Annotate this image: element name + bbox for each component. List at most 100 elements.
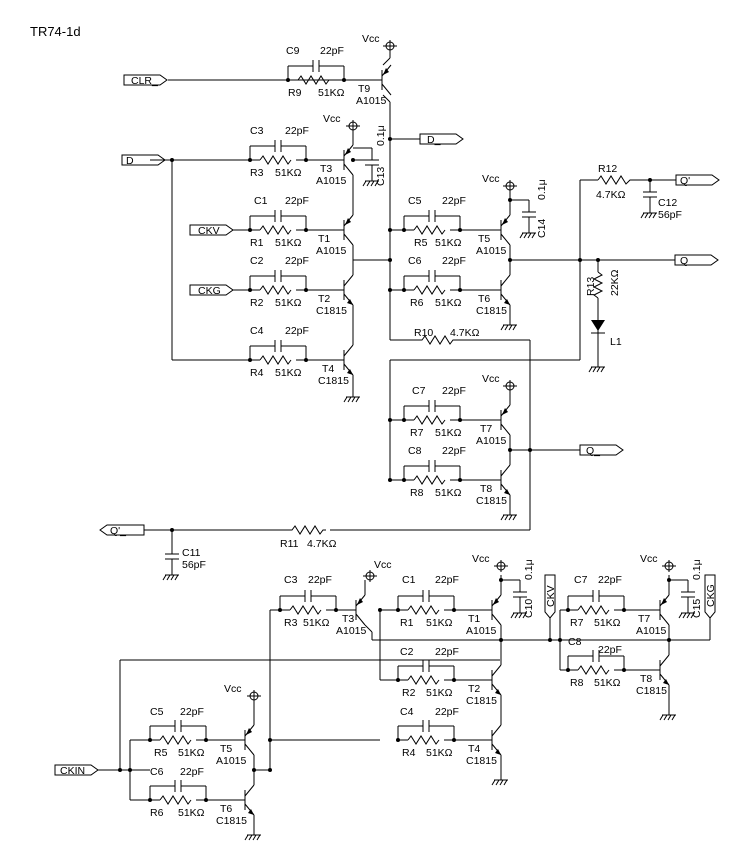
value-r11: 4.7KΩ [307,538,337,550]
label-c6-lower: C6 [150,766,164,778]
value-r4-lower: 51KΩ [426,747,453,759]
label-c5: C5 [408,195,422,207]
type-t7-upper: A1015 [476,435,507,447]
value-r10: 4.7KΩ [450,327,480,339]
rc-r1-c1-lower [395,589,457,615]
label-c3-lower: C3 [284,574,298,586]
label-t4-lower: T4 [468,743,480,755]
rc-r5-c5-lower [147,719,209,745]
type-t6: C1815 [476,305,507,317]
transistor-t4-lower [483,724,502,756]
type-t8-upper: C1815 [476,495,507,507]
value-r2: 51KΩ [275,297,302,309]
label-r7-upper: R7 [410,427,424,439]
vcc-t3-label: Vcc [323,113,341,125]
value-r8-lower: 51KΩ [594,677,621,689]
label-t8-upper: T8 [480,483,492,495]
type-t5: A1015 [476,245,507,257]
cap-c11 [164,541,180,571]
value-c5: 22pF [442,195,466,207]
label-r3: R3 [250,167,264,179]
rc-r2-c2 [247,269,309,295]
label-r3-lower: R3 [284,617,298,629]
type-t5-lower: A1015 [216,755,247,767]
label-r9: R9 [288,87,302,99]
value-r6: 51KΩ [435,297,462,309]
label-t1-lower: T1 [468,613,480,625]
label-c11: C11 [182,547,201,559]
lower-wires [98,575,711,830]
value-c4-lower: 22pF [435,706,459,718]
value-c8-upper: 22pF [442,445,466,457]
transistor-t1-lower [483,594,502,626]
value-r1: 51KΩ [275,237,302,249]
value-c3: 22pF [285,125,309,137]
cap-c14 [521,199,537,229]
label-c7-lower: C7 [574,574,588,586]
label-c2-lower: C2 [400,646,414,658]
rc-r1-c1 [247,209,309,235]
label-c8-lower: C8 [568,636,582,648]
transistor-t5 [492,214,511,246]
label-c10: C10 [523,599,535,618]
label-r1: R1 [250,237,264,249]
port-ckin-label: CKIN [60,765,85,777]
label-r11: R11 [280,538,299,550]
resistor-r13 [592,271,604,299]
transistor-t1 [335,214,354,246]
value-c2-lower: 22pF [435,646,459,658]
rc-r4-c4-lower [395,719,457,745]
label-c9: C9 [286,45,300,57]
label-t9: T9 [358,83,370,95]
label-c12: C12 [658,197,677,209]
gnd-c11-icon [162,569,180,581]
label-t4: T4 [322,363,334,375]
label-t2-lower: T2 [468,683,480,695]
label-r2: R2 [250,297,264,309]
vcc-t9-label: Vcc [362,33,380,45]
value-r5-lower: 51KΩ [178,747,205,759]
upper-wires [144,50,676,542]
value-r6-lower: 51KΩ [178,807,205,819]
type-t6-lower: C1815 [216,815,247,827]
label-c1-lower: C1 [402,574,416,586]
port-ckg-out [704,574,716,619]
label-c6: C6 [408,255,422,267]
value-c3-lower: 22pF [308,574,332,586]
value-c1: 22pF [285,195,309,207]
label-r5: R5 [414,237,428,249]
gnd-t6-icon [500,319,518,331]
label-t5: T5 [478,233,490,245]
label-t6-lower: T6 [220,803,232,815]
value-r4: 51KΩ [275,367,302,379]
vcc-t7-upper-icon [502,379,518,393]
value-r3: 51KΩ [275,167,302,179]
rc-r4-c4 [247,339,309,365]
transistor-t7-lower [651,594,670,626]
label-c13: C13 [375,167,387,186]
label-c7-upper: C7 [412,385,426,397]
value-r8-upper: 51KΩ [435,487,462,499]
vcc-t3-lower-label: Vcc [374,559,392,571]
port-q-prime-label: Q' [680,175,690,187]
vcc-t1-lower-label: Vcc [472,553,490,565]
value-c1-lower: 22pF [435,574,459,586]
label-r5-lower: R5 [154,747,168,759]
label-c8-upper: C8 [408,445,422,457]
rc-r2-c2-lower [395,659,457,685]
upper-junctions [170,137,652,532]
value-c8-lower: 22pF [598,644,622,656]
value-c6: 22pF [442,255,466,267]
vcc-t9-icon [382,39,398,53]
type-t9: A1015 [356,95,387,107]
label-c15: C15 [691,599,703,618]
value-c15: 0.1μ [691,559,703,580]
transistor-t6-lower [236,784,255,816]
type-t3-lower: A1015 [336,625,367,637]
transistor-t8-lower [651,654,670,686]
label-t3-lower: T3 [342,613,354,625]
diagram-title: TR74-1d [30,24,81,39]
gnd-l1-icon [588,361,606,373]
label-c3: C3 [250,125,264,137]
label-c4: C4 [250,325,264,337]
